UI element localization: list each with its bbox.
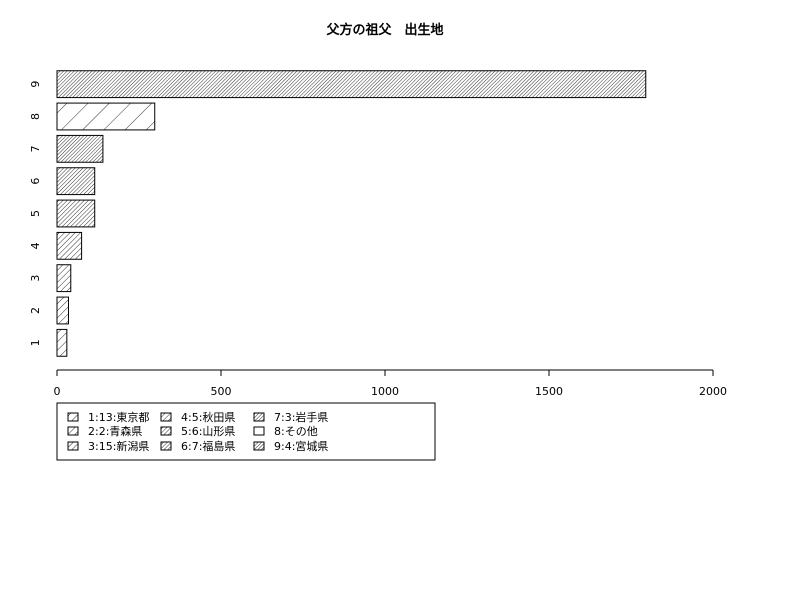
- legend-label: 7:3:岩手県: [274, 410, 328, 424]
- legend-swatch: [253, 412, 265, 422]
- y-tick-label: 7: [29, 145, 42, 152]
- y-tick-label: 5: [29, 210, 42, 217]
- bar-4: [56, 231, 83, 260]
- legend-swatch: [67, 426, 79, 436]
- x-tick-label: 1500: [535, 385, 563, 398]
- legend-swatch: [67, 412, 79, 422]
- y-tick-label: 8: [29, 113, 42, 120]
- bar-1: [56, 328, 68, 357]
- legend-label: 5:6:山形県: [181, 425, 235, 438]
- legend-swatch: [160, 412, 172, 422]
- y-tick-label: 2: [29, 307, 42, 314]
- legend-swatch: [160, 426, 172, 436]
- legend-swatch: [67, 441, 79, 451]
- legend-swatch: [253, 441, 265, 451]
- legend-swatch: [253, 426, 265, 436]
- y-tick-label: 9: [29, 81, 42, 88]
- legend-label: 2:2:青森県: [88, 424, 142, 438]
- y-tick-label: 6: [29, 178, 42, 185]
- y-tick-label: 3: [29, 275, 42, 282]
- legend-label: 8:その他: [274, 425, 318, 438]
- y-axis: 1 2 3 4 5 6 7 8 9: [29, 81, 42, 347]
- legend-box: [56, 402, 436, 461]
- bar-9: [56, 70, 647, 99]
- x-tick-label: 1000: [371, 385, 399, 398]
- legend-label: 3:15:新潟県: [88, 439, 149, 453]
- legend-label: 9:4:宮城県: [274, 439, 328, 453]
- legend-label: 6:7:福島県: [181, 439, 235, 453]
- bar-3: [56, 264, 72, 293]
- bar-7: [56, 134, 104, 163]
- y-tick-label: 1: [29, 339, 42, 346]
- legend-swatch: [160, 441, 172, 451]
- x-tick-label: 2000: [699, 385, 727, 398]
- x-tick-label: 500: [211, 385, 232, 398]
- x-axis: 0 500 1000 1500 2000: [54, 369, 727, 398]
- x-tick-label: 0: [54, 385, 61, 398]
- y-tick-label: 4: [29, 242, 42, 249]
- chart-title: 父方の祖父 出生地: [325, 22, 443, 38]
- bar-8: [56, 102, 156, 131]
- bars-layer: [56, 70, 647, 357]
- legend-label: 4:5:秋田県: [181, 410, 235, 424]
- legend-label: 1:13:東京都: [88, 410, 149, 424]
- bar-5: [56, 199, 96, 228]
- bar-2: [56, 296, 69, 325]
- bar-6: [56, 167, 96, 196]
